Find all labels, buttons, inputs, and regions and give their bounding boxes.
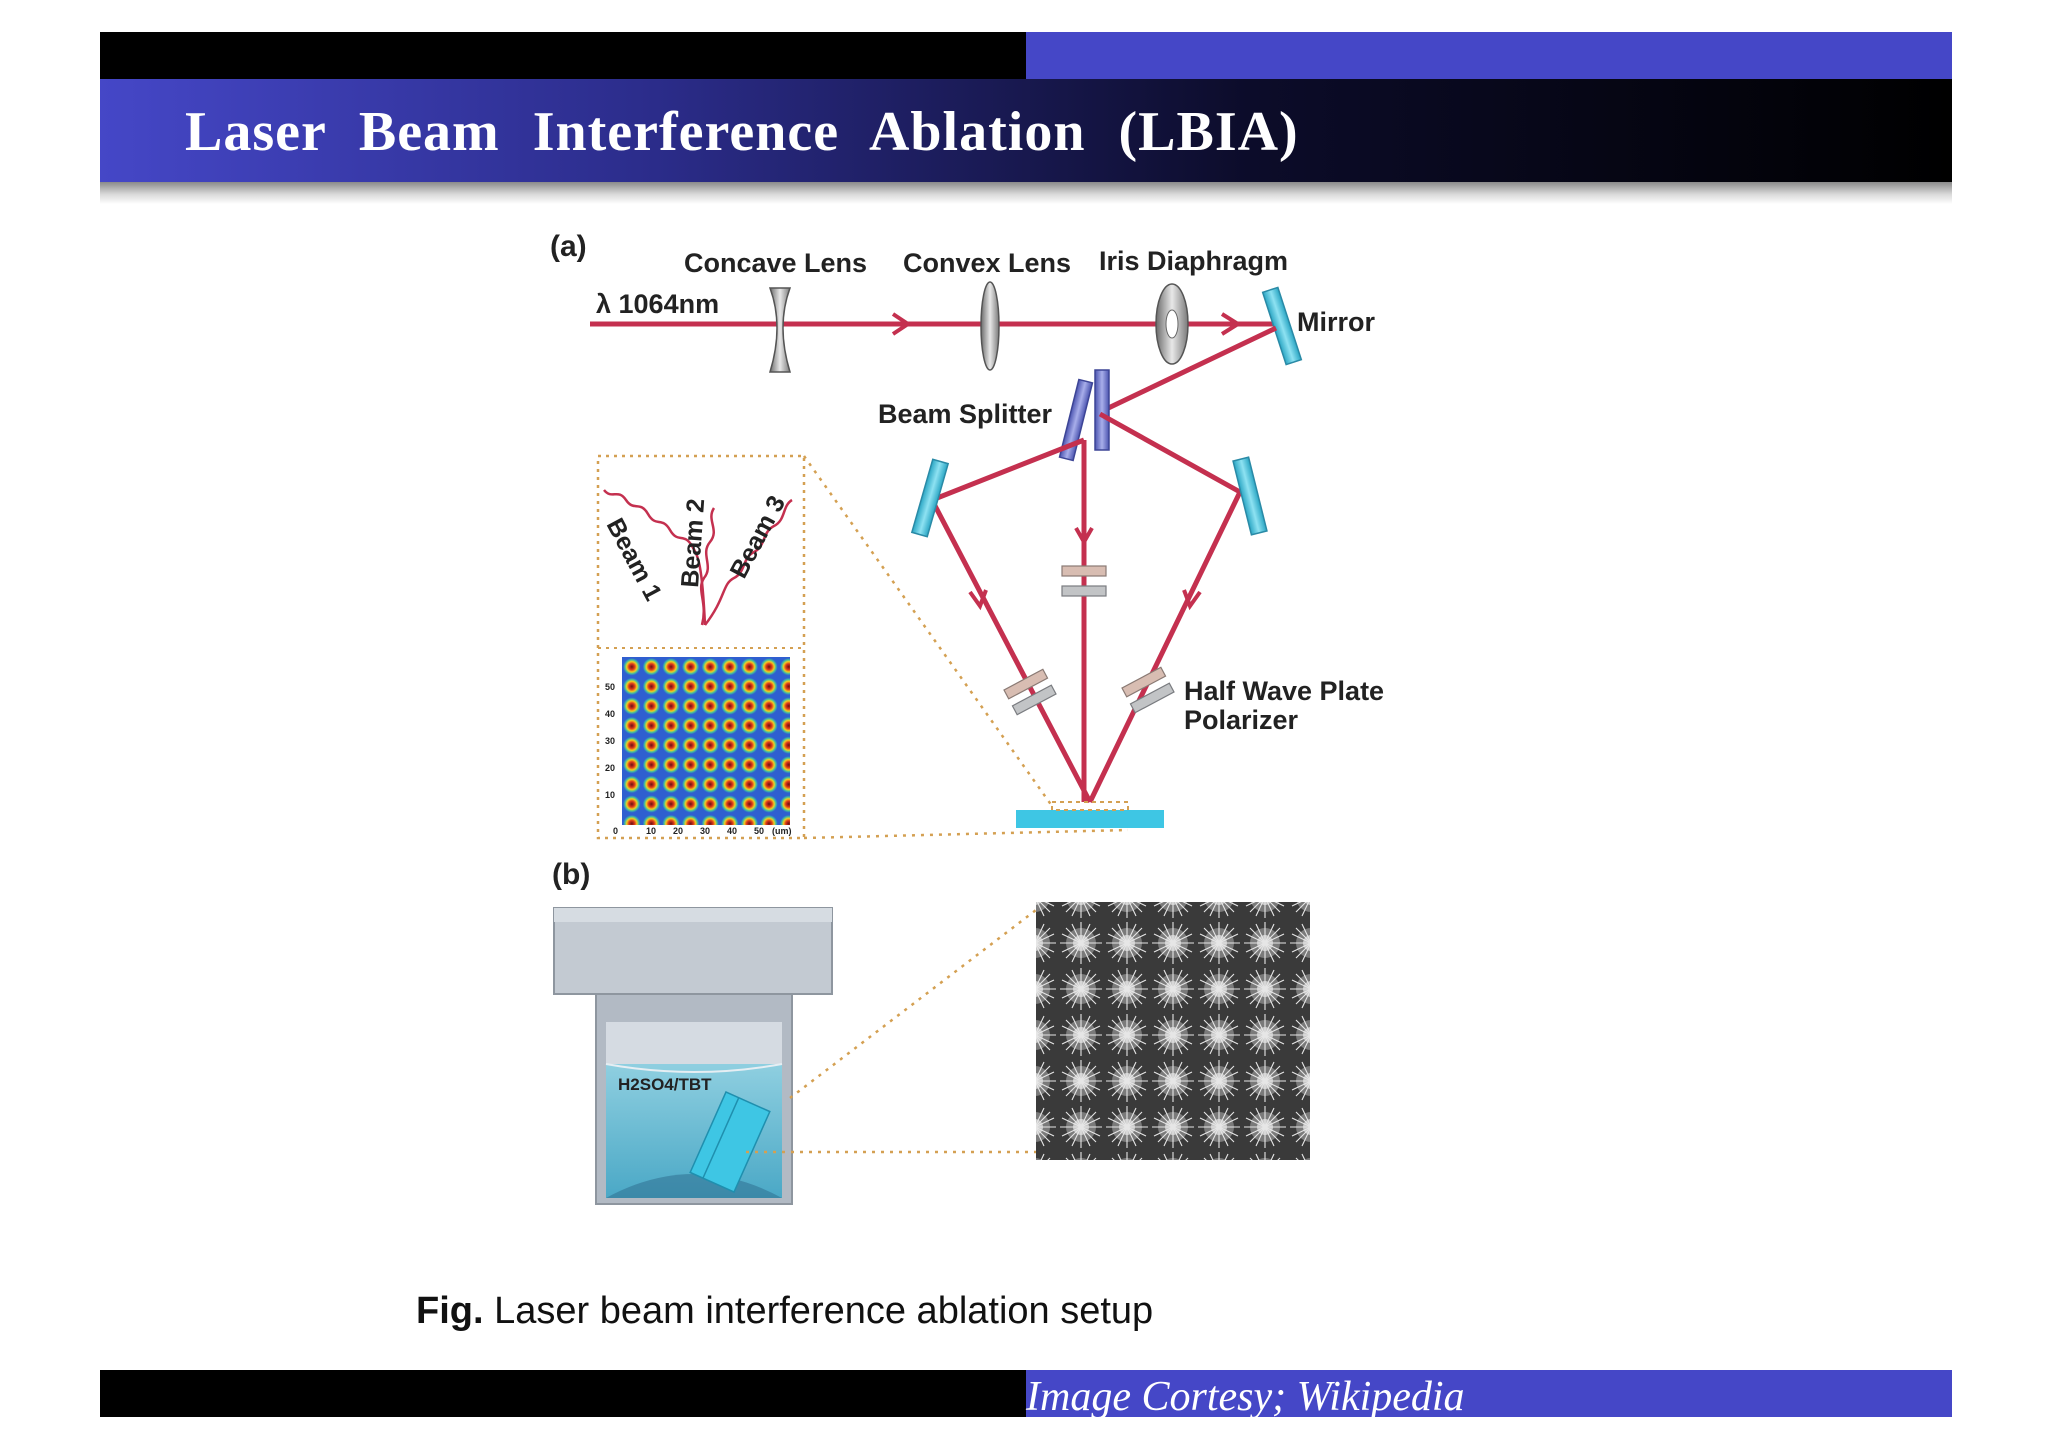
footer-bar-black (100, 1370, 1026, 1417)
panel-a-label: (a) (550, 230, 587, 263)
concave-lens-label: Concave Lens (684, 248, 867, 278)
beam-path-1 (928, 437, 1093, 804)
svg-text:30: 30 (700, 826, 710, 836)
caption-text: Laser beam interference ablation setup (483, 1290, 1154, 1332)
panel-b-label: (b) (552, 858, 590, 891)
beam-3-label: Beam 3 (725, 491, 791, 583)
sem-micrograph (1036, 902, 1310, 1160)
svg-text:50: 50 (605, 682, 615, 692)
solution-label: H2SO4/TBT (618, 1075, 712, 1094)
footer-bar-blue (1026, 1370, 1952, 1417)
waveplate-right (1121, 666, 1175, 714)
half-wave-plate-label: Half Wave Plate (1184, 676, 1384, 706)
svg-text:10: 10 (646, 826, 656, 836)
svg-text:10: 10 (605, 790, 615, 800)
guide-line-lower (803, 828, 1129, 840)
svg-text:30: 30 (605, 736, 615, 746)
header-bar-black (100, 32, 1026, 79)
submerged-sample (689, 1091, 771, 1193)
beam-arrow (1182, 589, 1202, 611)
inset-wave-3 (704, 498, 793, 626)
beam-arrow (968, 589, 988, 611)
concave-lens (768, 287, 792, 373)
pattern-y-axis: 50 40 30 20 10 0 (605, 682, 618, 836)
focus-region (1051, 801, 1129, 811)
iris-aperture (1165, 309, 1179, 339)
guide-line-sem-upper (789, 909, 1037, 1099)
svg-text:20: 20 (605, 763, 615, 773)
beam-2-label: Beam 2 (676, 498, 710, 589)
reaction-vessel (553, 907, 833, 1205)
beam-to-splitter (1098, 325, 1278, 415)
convex-lens (980, 281, 1000, 371)
title-band (100, 79, 1952, 182)
inset-wave-1 (603, 489, 707, 626)
pattern-x-axis: 10 20 30 40 50 (um) (646, 826, 792, 836)
interference-pattern (622, 657, 790, 825)
mirror-label: Mirror (1297, 307, 1376, 337)
beam-splitter-2 (1094, 369, 1110, 451)
caption-prefix: Fig. (416, 1290, 484, 1332)
svg-text:40: 40 (605, 709, 615, 719)
beam-splitter-label: Beam Splitter (878, 399, 1053, 429)
beam-arrow (1074, 527, 1094, 547)
waveplate-center (1061, 565, 1107, 597)
svg-text:0: 0 (613, 826, 618, 836)
figure-caption: Fig. Laser beam interference ablation se… (416, 1290, 1153, 1333)
iris-diaphragm-label: Iris Diaphragm (1099, 246, 1288, 276)
beam-1-label: Beam 1 (601, 514, 668, 606)
image-credit: Image Cortesy; Wikipedia (1026, 1374, 1465, 1420)
side-mirror-right (1232, 456, 1268, 536)
sample-substrate (1016, 810, 1164, 828)
slide-title: Laser Beam Interference Ablation (LBIA) (185, 101, 1299, 163)
beam-splitter-1 (1058, 378, 1094, 462)
svg-text:20: 20 (673, 826, 683, 836)
polarizer-label: Polarizer (1184, 705, 1299, 735)
inset-wave-2 (699, 507, 716, 626)
svg-text:(um): (um) (772, 826, 792, 836)
svg-text:40: 40 (727, 826, 737, 836)
wavelength-label: λ 1064nm (596, 289, 719, 319)
svg-text:50: 50 (754, 826, 764, 836)
beam-path-3 (1087, 411, 1244, 804)
beam-arrow (1220, 312, 1242, 336)
beam-arrow (891, 312, 912, 336)
title-shadow (100, 182, 1952, 204)
waveplate-left (1003, 668, 1057, 716)
convex-lens-label: Convex Lens (903, 248, 1071, 278)
header-bar-blue (1026, 32, 1952, 79)
side-mirror-left (910, 458, 950, 538)
